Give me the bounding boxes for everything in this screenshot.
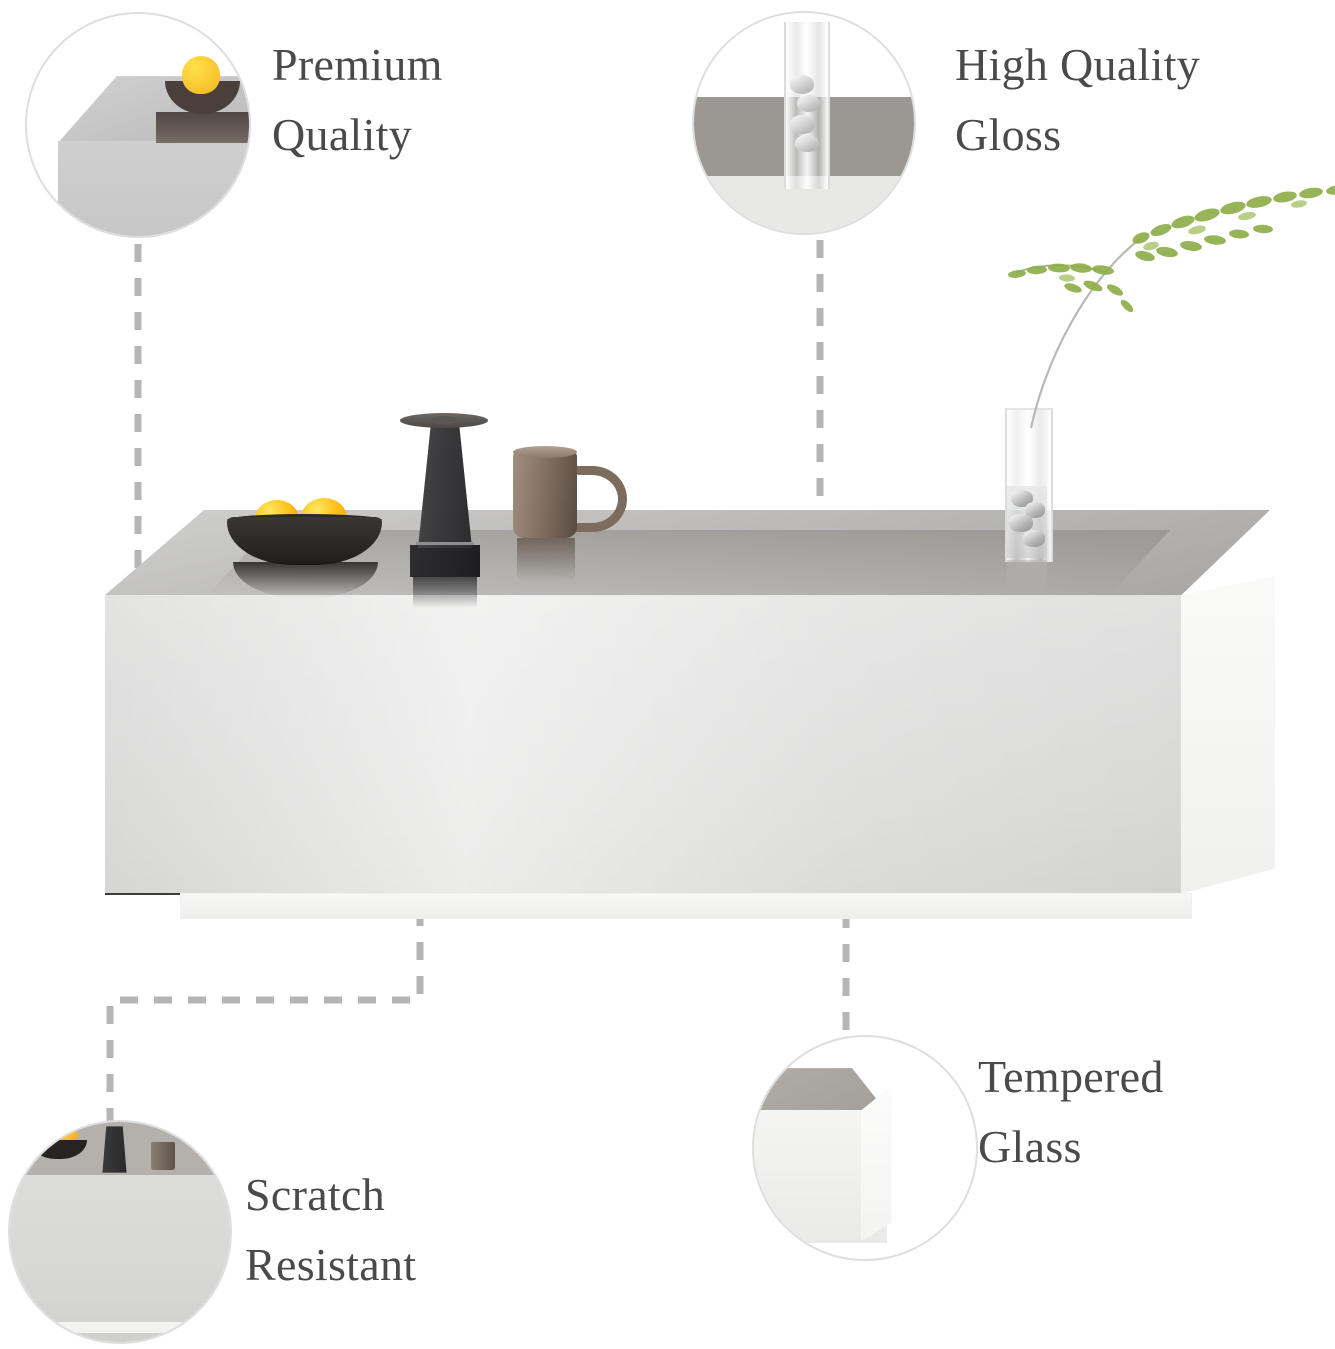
magnified-front-surface: [10, 1174, 230, 1342]
scratch-resistant-label: Scratch Resistant: [245, 1169, 417, 1290]
table-right-side-panel: [1181, 576, 1275, 894]
tempered-glass-detail-circle: [752, 1035, 978, 1261]
high-quality-gloss-label: High Quality Gloss: [955, 39, 1201, 160]
vase-pebble: [1025, 502, 1045, 518]
premium-quality-label: Premium Quality: [272, 39, 443, 160]
fern-branch: [1008, 185, 1335, 429]
table-base-plinth: [180, 893, 1192, 919]
tempered-glass-detail-image: [754, 1037, 976, 1259]
magnified-pebble: [789, 75, 814, 94]
candle-holder-body: [418, 423, 472, 548]
magnified-fruit-bowl: [29, 1139, 87, 1160]
magnified-tempered-glass-edge: [754, 1063, 763, 1100]
table-front-sheen: [105, 595, 1181, 893]
mug-rim: [513, 446, 577, 458]
magnified-pebble: [795, 135, 819, 153]
candle-holder-base: [410, 545, 480, 577]
mug-reflection: [517, 538, 575, 582]
high-quality-gloss-detail-circle: [692, 11, 916, 235]
bronze-mug: [513, 450, 577, 538]
mug-handle: [569, 466, 627, 532]
high-quality-gloss-detail-image: [694, 13, 914, 233]
magnified-pebble: [797, 95, 821, 113]
vase-reflection: [1007, 560, 1047, 600]
candle-holder-reflection: [413, 576, 477, 608]
magnified-glass-vase: [784, 21, 830, 189]
magnified-orange: [182, 56, 221, 94]
vase-pebble: [1023, 530, 1045, 547]
candle-holder-band: [416, 542, 474, 545]
magnified-mug: [150, 1141, 175, 1171]
magnified-pebble: [790, 115, 816, 134]
premium-quality-detail-image: [27, 14, 249, 236]
magnified-orange: [38, 1126, 59, 1144]
premium-quality-detail-circle: [25, 12, 251, 238]
coffee-table-product-image: [105, 185, 1335, 930]
magnified-candle-holder: [102, 1126, 127, 1173]
candle-holder-disc-inset: [430, 416, 458, 424]
magnified-base-plinth: [18, 1322, 222, 1334]
magnified-top-reflection: [155, 111, 249, 143]
vase-pebble: [1009, 514, 1033, 532]
magnified-table-front: [58, 140, 249, 236]
magnified-corner-side: [860, 1085, 892, 1242]
scratch-resistant-detail-circle: [8, 1120, 232, 1344]
magnified-orange: [58, 1126, 79, 1144]
tempered-glass-label: Tempered Glass: [978, 1051, 1164, 1172]
scratch-resistant-detail-image: [10, 1122, 230, 1342]
